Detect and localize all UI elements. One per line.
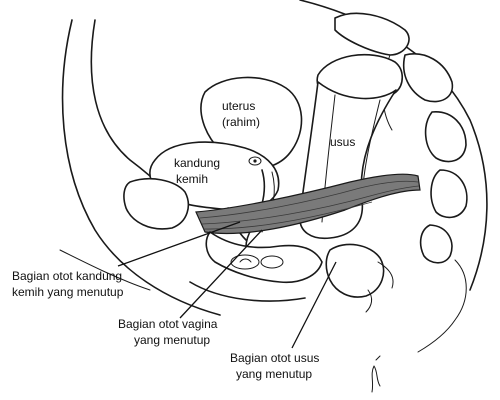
label-bladder-line2: kemih xyxy=(176,172,208,186)
perineum xyxy=(190,232,322,301)
pubic-bone-shape xyxy=(124,179,188,229)
label-vagina-muscle-line1: Bagian otot vagina xyxy=(118,317,218,331)
label-bladder-muscle-line1: Bagian otot kandung xyxy=(12,269,122,283)
label-uterus-line2: (rahim) xyxy=(222,115,260,129)
label-bladder-muscle-line2: kemih yang menutup xyxy=(12,285,124,299)
label-vagina-muscle-line2: yang menutup xyxy=(134,333,210,347)
artist-signature xyxy=(372,356,380,392)
label-bladder-line1: kandung xyxy=(174,156,220,170)
label-bowel-muscle-line1: Bagian otot usus xyxy=(230,351,319,365)
label-bowel: usus xyxy=(330,135,355,149)
label-bowel-muscle-line2: yang menutup xyxy=(236,367,312,381)
label-uterus-line1: uterus xyxy=(222,99,255,113)
anal-sphincter xyxy=(326,244,393,312)
